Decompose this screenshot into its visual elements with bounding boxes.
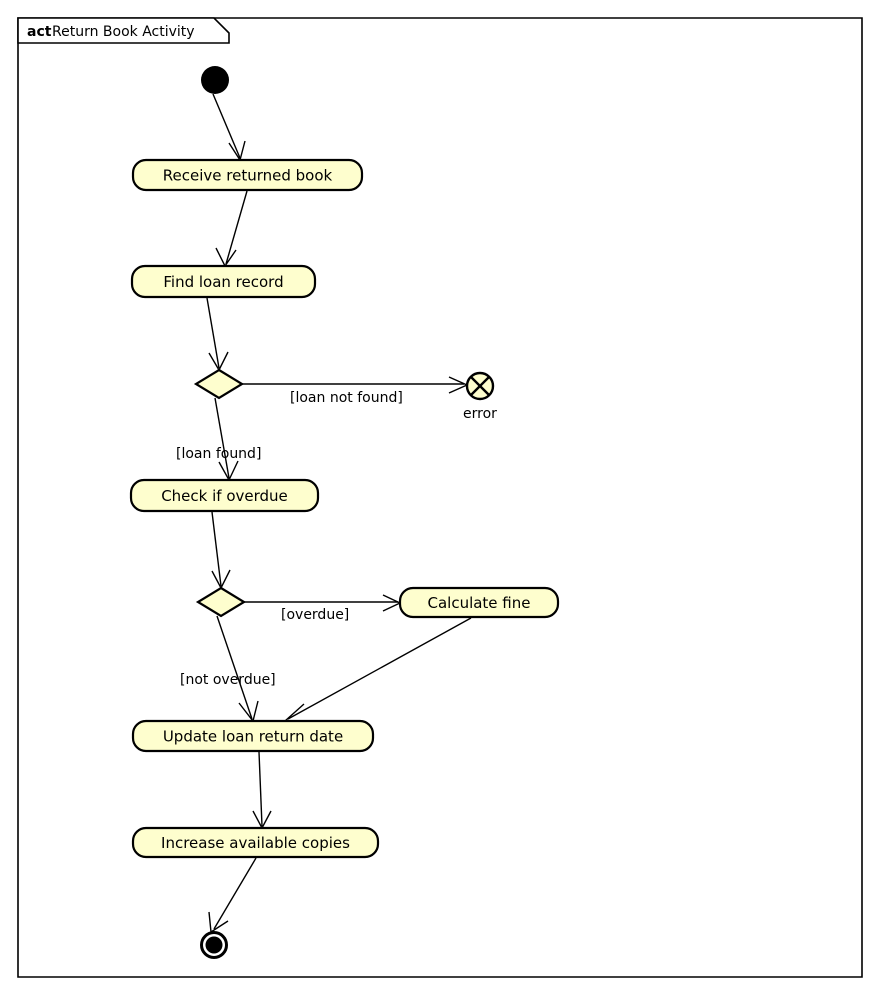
action-check-if-overdue[interactable]: Check if overdue [129,478,320,513]
nodes-layer: Receive returned book Find loan record e… [129,66,560,959]
initial-node[interactable] [201,66,229,94]
edge-decision-to-check: [loan found] [176,397,261,482]
edge-decision2-to-update: [not overdue] [180,615,276,723]
guard-loan-not-found: [loan not found] [290,390,403,406]
edges-layer: [loan not found] [loan found] [overdue] [176,93,472,934]
flow-final-node-error[interactable] [465,371,495,401]
guard-loan-found: [loan found] [176,446,261,462]
decision-node-loan[interactable] [193,368,245,400]
edge-find-to-decision [206,297,229,372]
guard-overdue: [overdue] [281,607,349,623]
frame-keyword: act [27,24,52,40]
final-node[interactable] [200,931,228,959]
edge-update-to-increase [252,751,272,830]
action-update-loan-return-date[interactable]: Update loan return date [131,719,375,753]
edge-increase-to-end [208,857,257,934]
action-calculate-fine[interactable]: Calculate fine [398,586,560,619]
action-label: Update loan return date [163,728,343,746]
edge-decision2-to-calculate: [overdue] [244,594,402,623]
action-label: Calculate fine [427,594,530,612]
action-increase-available-copies[interactable]: Increase available copies [131,826,380,859]
guard-not-overdue: [not overdue] [180,672,276,688]
flow-final-label-error: error [463,406,497,422]
edge-receive-to-find [215,190,248,268]
diagram-frame [17,17,863,978]
frame-title: Return Book Activity [52,24,195,40]
action-label: Receive returned book [163,167,333,185]
edge-start-to-receive [212,93,246,162]
decision-node-overdue[interactable] [195,586,247,618]
action-receive-returned-book[interactable]: Receive returned book [131,158,364,192]
action-label: Check if overdue [161,487,288,505]
edge-decision-to-error: [loan not found] [242,376,469,406]
action-label: Increase available copies [161,834,350,852]
action-find-loan-record[interactable]: Find loan record [130,264,317,299]
diagram-frame-tab [17,17,230,44]
action-label: Find loan record [163,273,283,291]
edge-calculate-to-update [283,617,472,723]
edge-check-to-decision2 [211,511,231,590]
